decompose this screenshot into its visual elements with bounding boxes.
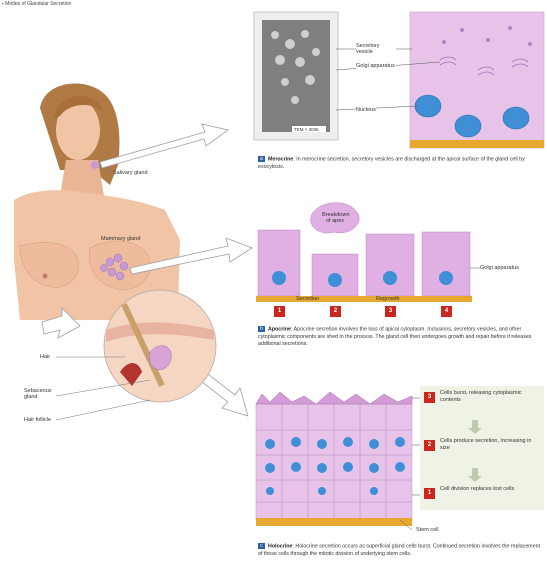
label-golgi-apparatus: Golgi apparatus xyxy=(356,63,396,69)
label-secretory-vesicle: Secretory vesicle xyxy=(356,43,396,55)
apocrine-step-3: 3 xyxy=(385,306,396,317)
label-salivary-gland: Salivary gland xyxy=(113,170,148,176)
label-stem-cell: Stem cell xyxy=(416,527,439,533)
apocrine-step-4: 4 xyxy=(441,306,452,317)
caption-merocrine-text: In merocrine secretion, secretory vesicl… xyxy=(258,156,525,169)
apocrine-cell-3 xyxy=(366,234,414,296)
caption-holocrine-text: Holocrine secretion occurs as superficia… xyxy=(258,543,540,556)
label-secretion: Secretion xyxy=(296,296,319,302)
holocrine-basement xyxy=(256,518,412,526)
apocrine-basement xyxy=(256,296,472,302)
caption-holocrine: cHolocrine: Holocrine secretion occurs a… xyxy=(258,543,542,558)
apocrine-step-1: 1 xyxy=(274,306,285,317)
apocrine-cell-1 xyxy=(258,230,300,296)
label-breakdown: Breakdown of apex xyxy=(322,212,348,224)
label-mammary-gland: Mammary gland xyxy=(101,236,141,242)
caption-apocrine: bApocrine: Apocrine secretion involves t… xyxy=(258,326,542,348)
caption-merocrine-name: Merocrine xyxy=(268,156,293,162)
caption-holocrine-name: Holocrine xyxy=(268,543,292,549)
caption-apocrine-text: Apocrine secretion involves the loss of … xyxy=(258,326,531,347)
caption-apocrine-name: Apocrine xyxy=(268,326,291,332)
badge-merocrine: a xyxy=(258,156,265,162)
caption-merocrine: aMerocrine: In merocrine secretion, secr… xyxy=(258,156,542,171)
apocrine-cell-4 xyxy=(422,232,470,296)
label-hair-follicle: Hair follicle xyxy=(24,417,51,423)
holocrine-step-1-text: Cell division replaces lost cells xyxy=(440,486,542,493)
holocrine-step-1-num: 1 xyxy=(424,488,435,499)
holocrine-step-2-text: Cells produce secretion, increasing in s… xyxy=(440,438,542,451)
label-golgi-apparatus-apocrine: Golgi apparatus xyxy=(480,265,519,271)
apocrine-step-2: 2 xyxy=(330,306,341,317)
badge-holocrine: c xyxy=(258,543,265,549)
label-sebaceous-gland: Sebaceous gland xyxy=(24,388,58,400)
badge-apocrine: b xyxy=(258,326,265,332)
label-tem: TEM × 3036 xyxy=(294,127,319,133)
holocrine-step-3-num: 3 xyxy=(424,392,435,403)
label-regrowth: Regrowth xyxy=(376,296,400,302)
holocrine-step-3-text: Cells burst, releasing cytoplasmic conte… xyxy=(440,390,542,403)
label-hair: Hair xyxy=(40,354,50,360)
label-nucleus: Nucleus xyxy=(356,107,376,113)
holocrine-step-2-num: 2 xyxy=(424,440,435,451)
